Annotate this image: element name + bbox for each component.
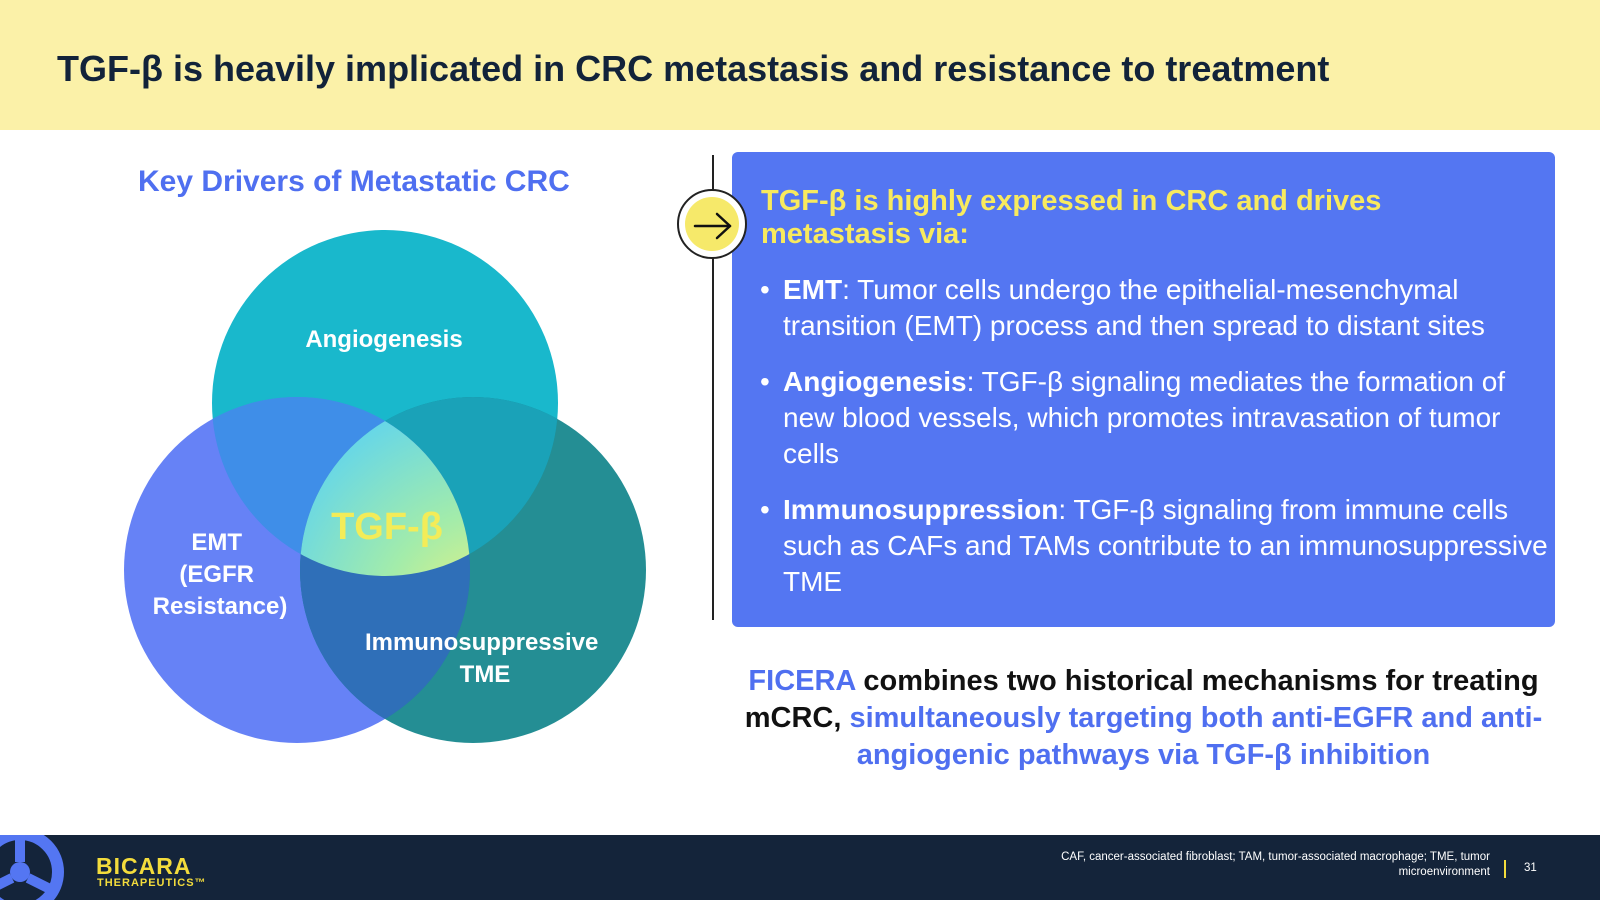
footnote: CAF, cancer-associated fibroblast; TAM, …: [1061, 851, 1490, 878]
circle-label-emt: EMT (EGFR Resistance): [153, 529, 288, 620]
arrow-right-icon: [693, 212, 732, 240]
conclusion-brand: FICERA: [748, 665, 856, 697]
arrow-badge-fill: [685, 197, 739, 251]
bicara-logo-icon: [0, 835, 64, 900]
circle-label-line: Angiogenesis: [305, 326, 462, 353]
logo-subtitle: THERAPEUTICS™: [97, 877, 207, 889]
bullet-term: EMT: [783, 274, 843, 305]
circle-label-line: Immunosuppressive: [365, 629, 598, 656]
logo-name: BICARA: [96, 853, 192, 879]
bullet-text: : TGF-β signaling from immune cells such…: [783, 494, 1548, 597]
conclusion-highlight: simultaneously targeting both anti-EGFR …: [849, 702, 1543, 771]
bullet-term: Immunosuppression: [783, 494, 1059, 525]
center-label: TGF-β: [331, 506, 443, 548]
venn-title: Key Drivers of Metastatic CRC: [138, 165, 570, 198]
bullet-item-emt: • EMT: Tumor cells undergo the epithelial…: [760, 272, 1550, 344]
vertical-divider: [712, 155, 714, 620]
bullet-text: : TGF-β signaling mediates the formation…: [783, 366, 1506, 469]
info-heading: TGF-β is highly expressed in CRC and dri…: [761, 185, 1382, 250]
bullet-text: : Tumor cells undergo the epithelial-mes…: [783, 274, 1485, 341]
circle-label-line: (EGFR: [179, 561, 254, 588]
conclusion-middle: combines two historical mechanisms for t…: [744, 665, 1539, 734]
title-bar: TGF-β is heavily implicated in CRC metas…: [0, 0, 1600, 130]
bullet-term: Angiogenesis: [783, 366, 967, 397]
footer-separator: [1504, 860, 1506, 878]
bullet-item-angiogenesis: • Angiogenesis: TGF-β signaling mediates …: [760, 364, 1550, 472]
bullet-item-immunosuppression: • Immunosuppression: TGF-β signaling from…: [760, 492, 1550, 600]
circle-label-immunosuppressive: Immunosuppressive TME: [365, 629, 605, 688]
page-number: 31: [1524, 862, 1537, 874]
bullet-list: • EMT: Tumor cells undergo the epithelial…: [760, 272, 1550, 620]
bullet-dot: •: [760, 366, 770, 397]
circle-label-line: TME: [460, 661, 511, 688]
circle-label-line: EMT: [191, 529, 242, 556]
slide-title: TGF-β is heavily implicated in CRC metas…: [57, 48, 1330, 89]
circle-label-line: Resistance): [153, 593, 288, 620]
bullet-dot: •: [760, 274, 770, 305]
circle-label-angiogenesis: Angiogenesis: [305, 326, 462, 353]
venn-center-region: [300, 397, 470, 576]
bullet-dot: •: [760, 494, 770, 525]
conclusion-text: FICERA combines two historical mechanism…: [732, 663, 1555, 774]
footer: BICARA THERAPEUTICS™ CAF, cancer-associa…: [0, 835, 1600, 900]
venn-diagram: TGF-β Angiogenesis EMT (EGFR Resistance)…: [124, 230, 646, 743]
info-box: [732, 152, 1555, 627]
arrow-badge: [677, 189, 747, 259]
